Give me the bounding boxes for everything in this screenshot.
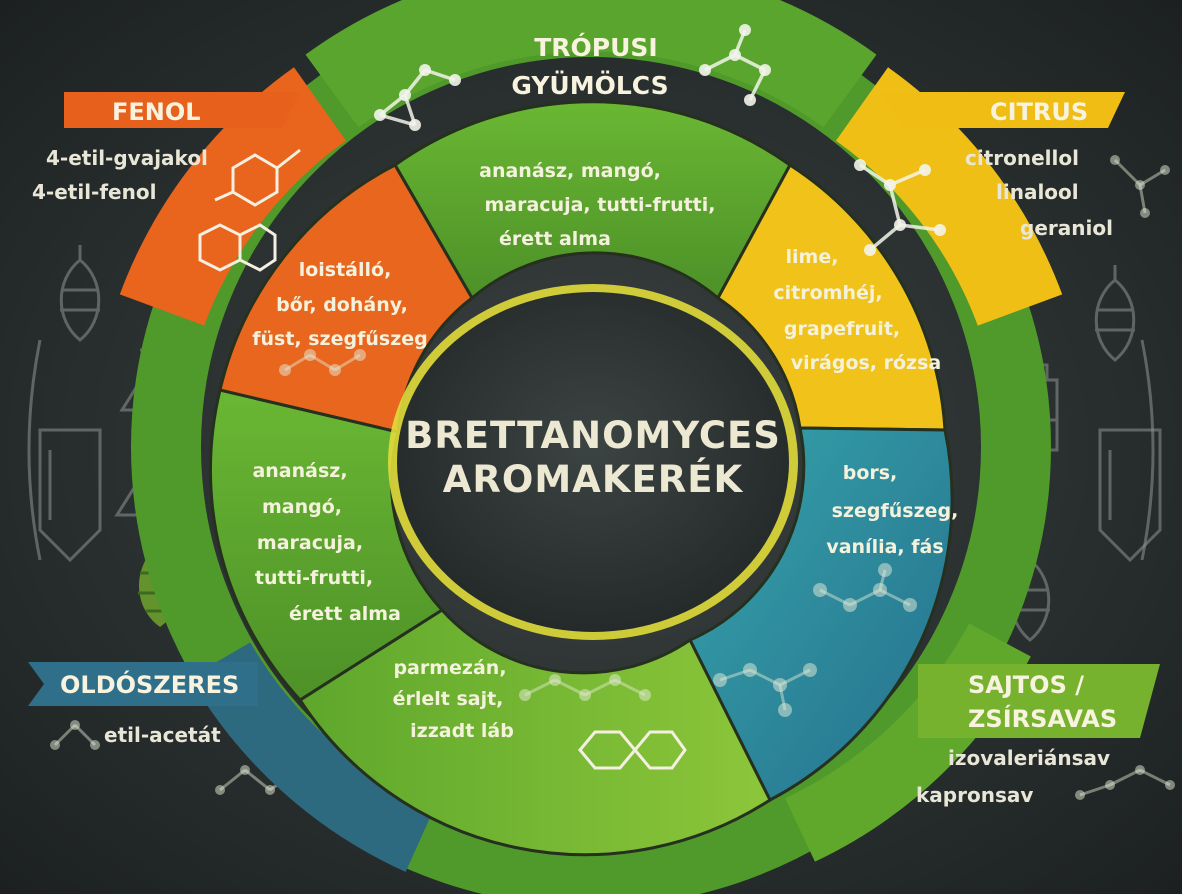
fermenter-icon [1098, 428, 1162, 563]
segment-line: vanília, fás [826, 536, 943, 558]
banner-citrus: CITRUS citronellol linalool geraniol [880, 92, 1125, 240]
segment-line: füst, szegfűszeg [252, 328, 428, 350]
segment-line: érlelt sajt, [393, 688, 504, 710]
segment-line: izzadt láb [410, 720, 514, 742]
molecule-icon [1075, 765, 1175, 800]
banner-label: FENOL [112, 98, 201, 126]
segment-fruit-left [208, 388, 445, 702]
segment-line: maracuja, tutti-frutti, [485, 194, 716, 216]
segment-line: bőr, dohány, [276, 294, 408, 316]
segment-spice-text: bors, szegfűszeg, vanília, fás [826, 462, 958, 558]
segment-fruit-left-text: ananász, mangó, maracuja, tutti-frutti, … [252, 460, 401, 625]
segment-line: grapefruit, [784, 318, 900, 340]
segment-line: szegfűszeg, [832, 500, 959, 522]
segment-line: érett alma [499, 228, 611, 250]
banner-sajtos: SAJTOS / ZSÍRSAVAS izovaleriánsav kapron… [916, 664, 1160, 807]
banner-fenol: FENOL 4-etil-gvajakol 4-etil-fenol [32, 92, 300, 204]
segment-cheese [297, 608, 772, 857]
segment-line: érett alma [289, 603, 401, 625]
segment-line: loistálló, [299, 259, 392, 281]
segment-tropical-top-text: ananász, mangó, maracuja, tutti-frutti, … [479, 160, 715, 250]
benzene-ring-icon [578, 730, 687, 770]
segment-line: ananász, mangó, [479, 160, 661, 182]
hop-icon [59, 245, 101, 342]
compound-label: geraniol [1020, 216, 1113, 240]
ring-label-line-2: GYÜMÖLCS [511, 70, 668, 100]
benzene-ring-icon [214, 148, 301, 207]
segment-citrus-text: lime, citromhéj, grapefruit, virágos, ró… [773, 246, 941, 374]
ring-label-line-1: TRÓPUSI [534, 32, 658, 62]
segment-line: tutti-frutti, [255, 567, 373, 589]
segment-line: ananász, [252, 460, 347, 482]
compound-label: izovaleriánsav [948, 746, 1110, 770]
compound-label: linalool [996, 180, 1079, 204]
compound-label: 4-etil-fenol [32, 180, 156, 204]
title-line-1: BRETTANOMYCES [405, 414, 781, 457]
molecule-icon [1110, 155, 1170, 218]
molecule-icon [699, 24, 771, 106]
segment-line: bors, [843, 462, 898, 484]
segment-phenol-text: loistálló, bőr, dohány, füst, szegfűszeg [252, 259, 428, 350]
molecule-icon [519, 674, 651, 701]
banner-label: OLDÓSZERES [60, 669, 239, 699]
segment-line: parmezán, [393, 657, 506, 679]
compound-label: citronellol [965, 146, 1079, 170]
center-hub: BRETTANOMYCES AROMAKERÉK [388, 284, 798, 640]
banner-label-line-1: SAJTOS / [968, 671, 1084, 699]
molecule-icon [713, 663, 817, 717]
segment-line: lime, [786, 246, 839, 268]
compound-label: etil-acetát [104, 723, 221, 747]
molecule-icon [813, 563, 917, 612]
compound-label: 4-etil-gvajakol [46, 146, 208, 170]
molecule-icon [279, 349, 366, 376]
molecule-icon [374, 64, 461, 131]
hop-icon [1009, 545, 1051, 642]
banner-label: CITRUS [990, 98, 1088, 126]
title-line-2: AROMAKERÉK [443, 457, 744, 501]
hop-icon [1094, 265, 1136, 362]
compound-label: kapronsav [916, 783, 1033, 807]
segment-citrus [716, 162, 947, 432]
segment-line: citromhéj, [773, 282, 882, 304]
fermenter-icon [38, 428, 102, 563]
banner-label-line-2: ZSÍRSAVAS [968, 704, 1117, 733]
segment-spice [687, 426, 954, 803]
molecule-icon [50, 720, 100, 750]
benzene-ring-icon [198, 223, 277, 272]
segment-line: mangó, [262, 496, 342, 518]
molecule-icon [854, 159, 946, 256]
segment-cheese-text: parmezán, érlelt sajt, izzadt láb [393, 657, 514, 742]
segment-line: maracuja, [257, 532, 363, 554]
banner-oldoszeres: OLDÓSZERES etil-acetát [28, 662, 258, 747]
segment-line: virágos, rózsa [791, 352, 942, 374]
